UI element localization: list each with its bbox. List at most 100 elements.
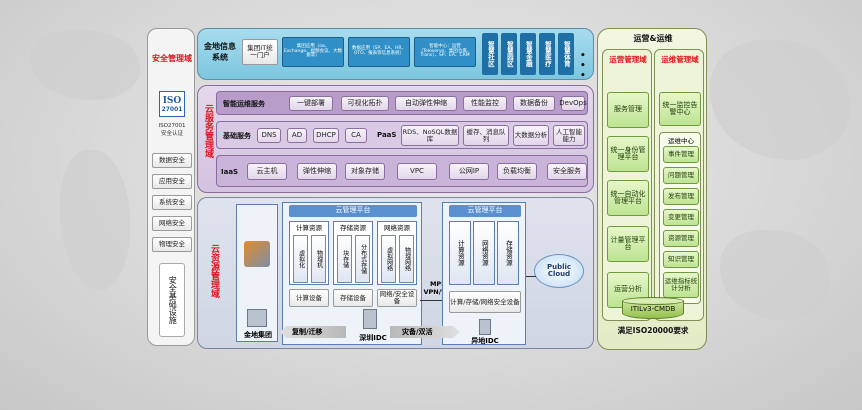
smart-tab-0[interactable]: 智慧社区 bbox=[482, 33, 498, 75]
operation-item[interactable]: 服务管理 bbox=[607, 92, 649, 128]
map-backdrop bbox=[720, 230, 830, 320]
remote-idc-label: 异地IDC bbox=[471, 337, 499, 345]
remote-resource-pool[interactable]: 网络资源 bbox=[473, 221, 495, 285]
smart-ops-item[interactable]: 性能监控 bbox=[463, 96, 507, 111]
cloud-service-domain-label: 云服务管理域 bbox=[203, 104, 213, 158]
paas-item[interactable]: 人工智能能力 bbox=[553, 125, 585, 146]
dr-active-arrow bbox=[390, 326, 460, 338]
public-cloud-connector bbox=[526, 276, 536, 277]
shenzhen-idc-label: 深圳IDC bbox=[359, 334, 387, 342]
building-icon bbox=[247, 309, 267, 327]
iaas-item[interactable]: 云主机 bbox=[247, 163, 287, 180]
maintenance-item[interactable]: 发布管理 bbox=[663, 188, 699, 205]
resource-pool-title: 网络资源 bbox=[384, 223, 410, 232]
resource-pool-item[interactable]: 物理机 bbox=[311, 235, 326, 283]
smart-ops-label: 智能运维服务 bbox=[223, 100, 265, 108]
smart-ops-item[interactable]: 自动弹性伸缩 bbox=[395, 96, 457, 111]
iaas-item[interactable]: 负载均衡 bbox=[497, 163, 537, 180]
maintenance-item[interactable]: 问题管理 bbox=[663, 167, 699, 184]
copy-migrate-arrow bbox=[280, 326, 346, 338]
basic-service-item[interactable]: DNS bbox=[257, 128, 281, 143]
app-group-box[interactable]: 数据应用（SP、EA、HR、OTO、报表等信息系统） bbox=[348, 37, 410, 67]
iaas-item[interactable]: VPC bbox=[397, 163, 437, 180]
resource-pool-item[interactable]: 虚拟网络 bbox=[381, 235, 396, 283]
operation-item[interactable]: 计量管理平台 bbox=[607, 226, 649, 262]
operation-item[interactable]: 统一身份管理平台 bbox=[607, 136, 649, 172]
security-item[interactable]: 物理安全 bbox=[152, 237, 192, 252]
cloud-resource-panel: 云资源管理域 金地集团 云管理平台 计算资源虚拟化物理机存储资源块存储分布式存储… bbox=[197, 197, 594, 349]
cmdb-label: ITILv3-CMDB bbox=[630, 305, 676, 313]
smart-tab-1[interactable]: 智慧园区 bbox=[501, 33, 517, 75]
hq-column: 金地集团 bbox=[236, 204, 278, 342]
paas-label: PaaS bbox=[377, 131, 397, 139]
resource-pool-item[interactable]: 块存储 bbox=[337, 235, 352, 283]
iaas-item[interactable]: 弹性伸缩 bbox=[297, 163, 337, 180]
remote-resource-pool[interactable]: 计算资源 bbox=[449, 221, 471, 285]
security-item[interactable]: 数据安全 bbox=[152, 153, 192, 168]
copy-migrate-label: 复制/迁移 bbox=[292, 328, 323, 336]
smart-ops-item[interactable]: 可视化拓扑 bbox=[341, 96, 389, 111]
dr-active-label: 灾备/双活 bbox=[402, 328, 433, 336]
security-infrastructure: 安全基础设施 bbox=[159, 263, 185, 337]
security-item[interactable]: 网络安全 bbox=[152, 216, 192, 231]
device-box[interactable]: 存储设备 bbox=[333, 289, 373, 307]
ops-panel: 运营&运维 运营管理域 服务管理统一身份管理平台统一自动化管理平台计量管理平台运… bbox=[597, 28, 707, 350]
maintenance-item[interactable]: 变更管理 bbox=[663, 209, 699, 226]
security-title: 安全管理域 bbox=[152, 54, 192, 63]
smart-ops-item[interactable]: 数据备份 bbox=[513, 96, 555, 111]
resource-pool-item[interactable]: 虚拟化 bbox=[293, 235, 308, 283]
security-panel: 安全管理域 ISO 27001 ISO27001 安全认证 数据安全应用安全系统… bbox=[147, 28, 195, 346]
more-indicator: • • • bbox=[580, 51, 586, 81]
iaas-item[interactable]: 安全服务 bbox=[547, 163, 587, 180]
security-item[interactable]: 系统安全 bbox=[152, 195, 192, 210]
app-group-box[interactable]: 集团应用（oa、Exchange、视频会议、大数据等） bbox=[282, 37, 344, 67]
map-backdrop bbox=[60, 150, 130, 290]
operation-item[interactable]: 统一自动化管理平台 bbox=[607, 180, 649, 216]
info-system-title: 金地信息 系统 bbox=[204, 42, 236, 62]
monitor-center-box[interactable]: 统一监控告警中心 bbox=[659, 92, 701, 126]
basic-service-item[interactable]: CA bbox=[345, 128, 367, 143]
iso-logo-icon: ISO 27001 bbox=[159, 91, 185, 117]
device-box[interactable]: 网络/安全设备 bbox=[377, 289, 417, 307]
it-portal-box[interactable]: 集团IT统 一门户 bbox=[242, 39, 278, 65]
server-rack-icon bbox=[363, 309, 377, 329]
public-cloud[interactable]: Public Cloud bbox=[534, 254, 584, 288]
cloud-service-panel: 云服务管理域 智能运维服务 一键部署可视化拓扑自动弹性伸缩性能监控数据备份 Dev… bbox=[197, 85, 594, 193]
ops-title: 运营&运维 bbox=[633, 34, 673, 43]
smart-tab-2[interactable]: 智慧金融 bbox=[520, 33, 536, 75]
smart-ops-item[interactable]: 一键部署 bbox=[289, 96, 333, 111]
resource-pool: 存储资源块存储分布式存储 bbox=[333, 221, 373, 285]
remote-resource-pool[interactable]: 存储资源 bbox=[497, 221, 519, 285]
ops-center-label: 运维中心 bbox=[668, 137, 694, 145]
paas-item[interactable]: 大数据分析 bbox=[513, 125, 549, 146]
smart-tab-4[interactable]: 智慧体育 bbox=[558, 33, 574, 75]
smart-ops-item[interactable]: DevOps bbox=[559, 96, 587, 111]
maintenance-item[interactable]: 事件管理 bbox=[663, 146, 699, 163]
ops-center-group: 运维中心 事件管理问题管理发布管理变更管理资源管理知识管理运维指标统计分析 bbox=[659, 132, 701, 304]
cmdb-database-icon: ITILv3-CMDB bbox=[622, 297, 684, 321]
smart-tab-3[interactable]: 智慧医疗 bbox=[539, 33, 555, 75]
security-item[interactable]: 应用安全 bbox=[152, 174, 192, 189]
basic-service-item[interactable]: DHCP bbox=[313, 128, 339, 143]
maintenance-item[interactable]: 运维指标统计分析 bbox=[663, 272, 699, 298]
iso-caption: ISO27001 安全认证 bbox=[158, 123, 186, 137]
iaas-item[interactable]: 公网IP bbox=[449, 163, 489, 180]
maintenance-domain-title: 运维管理域 bbox=[661, 55, 699, 64]
app-group-box[interactable]: 智能中心：运营（Teleserve、集团仓库、Trans）、SP、EA、CRM bbox=[414, 37, 476, 67]
maintenance-item[interactable]: 知识管理 bbox=[663, 251, 699, 268]
operation-domain-title: 运营管理域 bbox=[609, 55, 647, 64]
resource-pool-item[interactable]: 分布式存储 bbox=[355, 235, 370, 283]
iaas-item[interactable]: 对象存储 bbox=[345, 163, 385, 180]
smart-ops-row: 智能运维服务 一键部署可视化拓扑自动弹性伸缩性能监控数据备份 DevOps bbox=[216, 91, 588, 115]
remote-device-box[interactable]: 计算/存储/网络安全设备 bbox=[449, 291, 521, 313]
paas-item[interactable]: 缓存、消息队列 bbox=[463, 125, 509, 146]
ops-footer: 满足ISO20000要求 bbox=[617, 326, 689, 335]
resource-pool-item[interactable]: 物理网络 bbox=[399, 235, 414, 283]
basic-service-item[interactable]: AD bbox=[287, 128, 307, 143]
maintenance-item[interactable]: 资源管理 bbox=[663, 230, 699, 247]
device-box[interactable]: 计算设备 bbox=[289, 289, 329, 307]
remote-idc-block: 云管理平台 计算资源网络资源存储资源 计算/存储/网络安全设备 异地IDC bbox=[442, 202, 526, 345]
paas-item[interactable]: RDS、NoSQL数据库 bbox=[401, 125, 459, 146]
